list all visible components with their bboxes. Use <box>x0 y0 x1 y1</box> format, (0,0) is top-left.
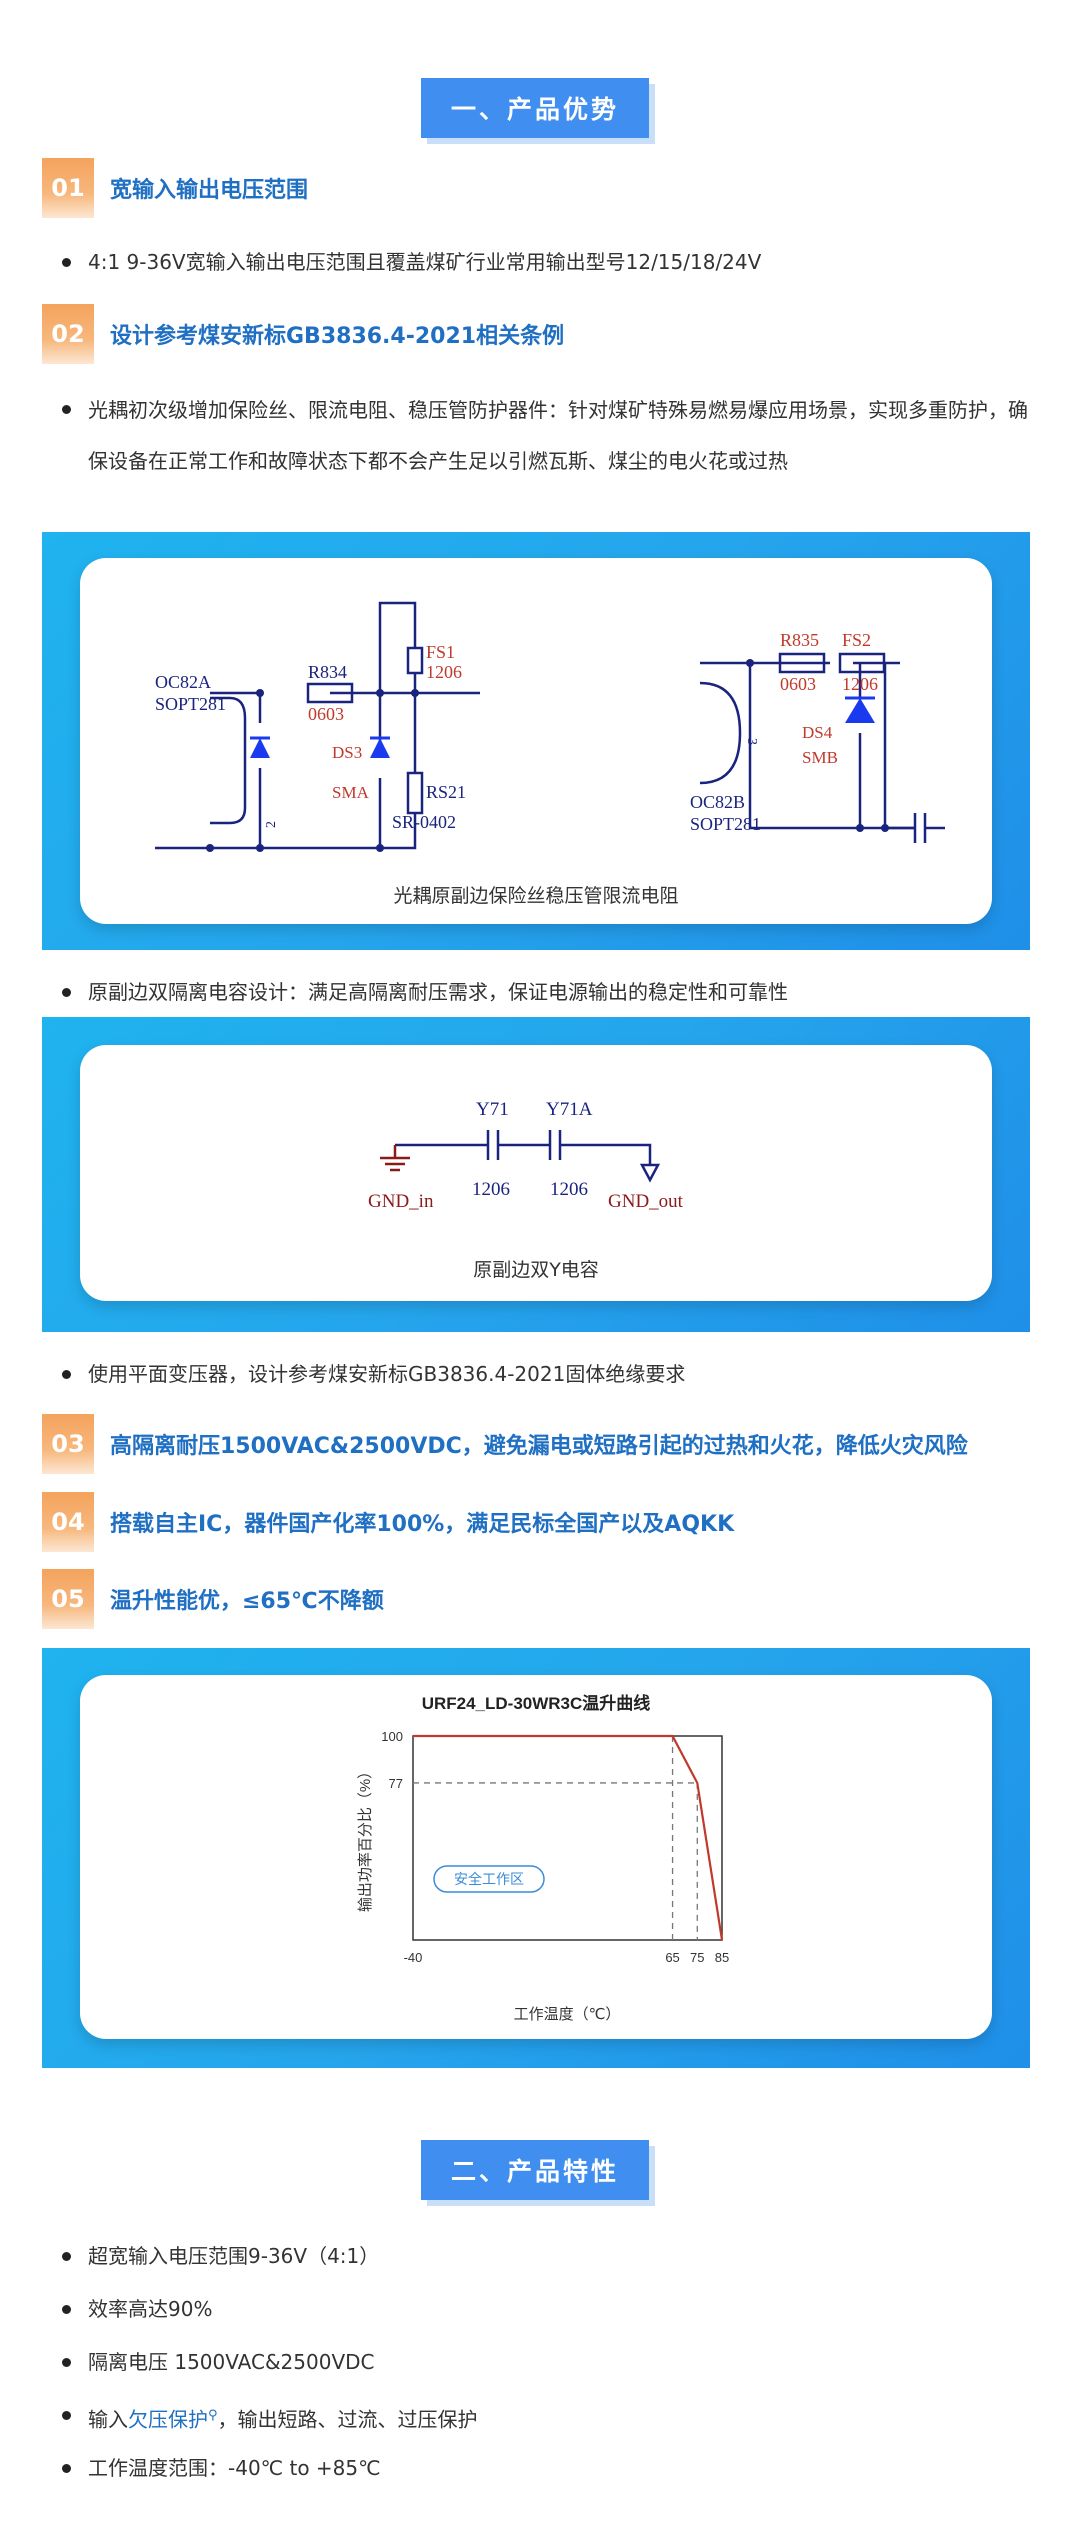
bullet-optocoupler-protection: 光耦初次级增加保险丝、限流电阻、稳压管防护器件：针对煤矿特殊易燃易爆应用场景，实… <box>62 385 1032 487</box>
y-tick-label: 77 <box>389 1776 403 1791</box>
figure-derating-panel: URF24_LD-30WR3C温升曲线 -40 65 75 85 100 77 安全工作区… <box>42 1648 1030 2068</box>
feature-item: 超宽输入电压范围9-36V（4:1） <box>62 2232 1032 2281</box>
label-pin2: 2 <box>264 821 279 828</box>
chart-title: URF24_LD-30WR3C温升曲线 <box>422 1693 651 1713</box>
feature-item: 输入欠压保护⚲，输出短路、过流、过压保护 <box>62 2391 1032 2445</box>
label-rs21-value: SR-0402 <box>392 812 456 832</box>
label-ds4: DS4 <box>802 723 833 742</box>
label-r835-value: 0603 <box>780 674 816 694</box>
schematic-y-capacitor: Y71 1206 Y71A 1206 GND_in GND_out <box>368 1099 684 1212</box>
figure-card: OC82A SOPT281 R834 0603 DS3 SMA FS1 1206… <box>80 558 992 924</box>
y-axis-label: 输出功率百分比（%） <box>357 1764 374 1912</box>
y-tick-label: 100 <box>381 1729 403 1744</box>
x-axis-label: 工作温度（℃） <box>514 2006 621 2023</box>
label-r834-value: 0603 <box>308 704 344 724</box>
label-ds4-value: SMB <box>802 748 838 767</box>
advantage-number: 03 <box>42 1414 94 1474</box>
x-tick-label: 75 <box>690 1950 704 1965</box>
label-y71: Y71 <box>476 1099 509 1120</box>
label-y71-value: 1206 <box>472 1179 510 1200</box>
label-r834: R834 <box>308 662 347 682</box>
advantage-title: 高隔离耐压1500VAC&2500VDC，避免漏电或短路引起的过热和火花，降低火… <box>110 1434 968 1459</box>
advantage-number: 05 <box>42 1569 94 1629</box>
bullet-voltage-range: 4:1 9-36V宽输入输出电压范围且覆盖煤矿行业常用输出型号12/15/18/… <box>62 238 1032 287</box>
x-tick-label: -40 <box>404 1950 423 1965</box>
advantage-number: 04 <box>42 1492 94 1552</box>
label-gnd-in: GND_in <box>368 1191 434 1212</box>
x-tick-label: 85 <box>715 1950 729 1965</box>
label-y71a-value: 1206 <box>550 1179 588 1200</box>
section-title-advantages: 一、产品优势 <box>421 78 649 138</box>
label-sopt281-left: SOPT281 <box>155 694 226 714</box>
x-tick-label: 65 <box>665 1950 679 1965</box>
label-pin3: 3 <box>744 738 759 745</box>
label-rs21: RS21 <box>426 782 466 802</box>
plot-frame <box>412 1735 723 1941</box>
feature-item: 效率高达90% <box>62 2285 1032 2334</box>
advantage-05: 05 温升性能优，≤65℃不降额 <box>42 1569 1042 1629</box>
advantage-number: 02 <box>42 304 94 364</box>
undervoltage-protection-link[interactable]: 欠压保护 <box>128 2407 208 2432</box>
advantage-02: 02 设计参考煤安新标GB3836.4-2021相关条例 <box>42 304 1042 364</box>
label-oc82a: OC82A <box>155 672 211 692</box>
figure-capacitor-panel: Y71 1206 Y71A 1206 GND_in GND_out 原副边双Y电… <box>42 1017 1030 1332</box>
figure-optocoupler-panel: OC82A SOPT281 R834 0603 DS3 SMA FS1 1206… <box>42 532 1030 950</box>
figure-caption: 原副边双Y电容 <box>473 1259 599 1281</box>
feature-item: 隔离电压 1500VAC&2500VDC <box>62 2338 1032 2387</box>
label-ds3: DS3 <box>332 743 362 762</box>
section-title-features: 二、产品特性 <box>421 2140 649 2200</box>
advantage-title: 设计参考煤安新标GB3836.4-2021相关条例 <box>110 324 565 349</box>
figure-card: URF24_LD-30WR3C温升曲线 -40 65 75 85 100 77 安全工作区… <box>80 1675 992 2039</box>
label-fs1-value: 1206 <box>426 662 462 682</box>
advantage-title: 宽输入输出电压范围 <box>110 178 309 203</box>
label-fs1: FS1 <box>426 642 455 662</box>
safe-zone-badge <box>433 1865 545 1893</box>
feature-item: 工作温度范围：-40℃ to +85℃ <box>62 2444 1032 2493</box>
label-oc82b: OC82B <box>690 792 745 812</box>
bullet-isolation-capacitor: 原副边双隔离电容设计：满足高隔离耐压需求，保证电源输出的稳定性和可靠性 <box>62 968 1032 1017</box>
search-icon[interactable]: ⚲ <box>208 2408 218 2423</box>
figure-caption: 光耦原副边保险丝稳压管限流电阻 <box>393 885 679 907</box>
label-ds3-value: SMA <box>332 783 370 802</box>
label-fs2: FS2 <box>842 630 871 650</box>
advantage-number: 01 <box>42 158 94 218</box>
safe-zone-label: 安全工作区 <box>454 1871 524 1887</box>
derating-chart: URF24_LD-30WR3C温升曲线 -40 65 75 85 100 77 安全工作区… <box>357 1693 729 2023</box>
label-gnd-out: GND_out <box>608 1191 684 1212</box>
label-sopt281-right: SOPT281 <box>690 814 761 834</box>
advantage-03: 03 高隔离耐压1500VAC&2500VDC，避免漏电或短路引起的过热和火花，… <box>42 1414 1042 1474</box>
advantage-01: 01 宽输入输出电压范围 <box>42 158 1042 218</box>
advantage-title: 搭载自主IC，器件国产化率100%，满足民标全国产以及AQKK <box>110 1512 735 1537</box>
advantage-04: 04 搭载自主IC，器件国产化率100%，满足民标全国产以及AQKK <box>42 1492 1042 1552</box>
figure-card: Y71 1206 Y71A 1206 GND_in GND_out 原副边双Y电… <box>80 1045 992 1301</box>
series-line-derating <box>413 1734 724 1941</box>
advantage-title: 温升性能优，≤65℃不降额 <box>110 1589 384 1614</box>
label-r835: R835 <box>780 630 819 650</box>
bullet-planar-transformer: 使用平面变压器，设计参考煤安新标GB3836.4-2021固体绝缘要求 <box>62 1350 1032 1399</box>
label-fs2-value: 1206 <box>842 674 878 694</box>
label-y71a: Y71A <box>546 1099 593 1120</box>
schematic-optocoupler: OC82A SOPT281 R834 0603 DS3 SMA FS1 1206… <box>155 601 945 852</box>
